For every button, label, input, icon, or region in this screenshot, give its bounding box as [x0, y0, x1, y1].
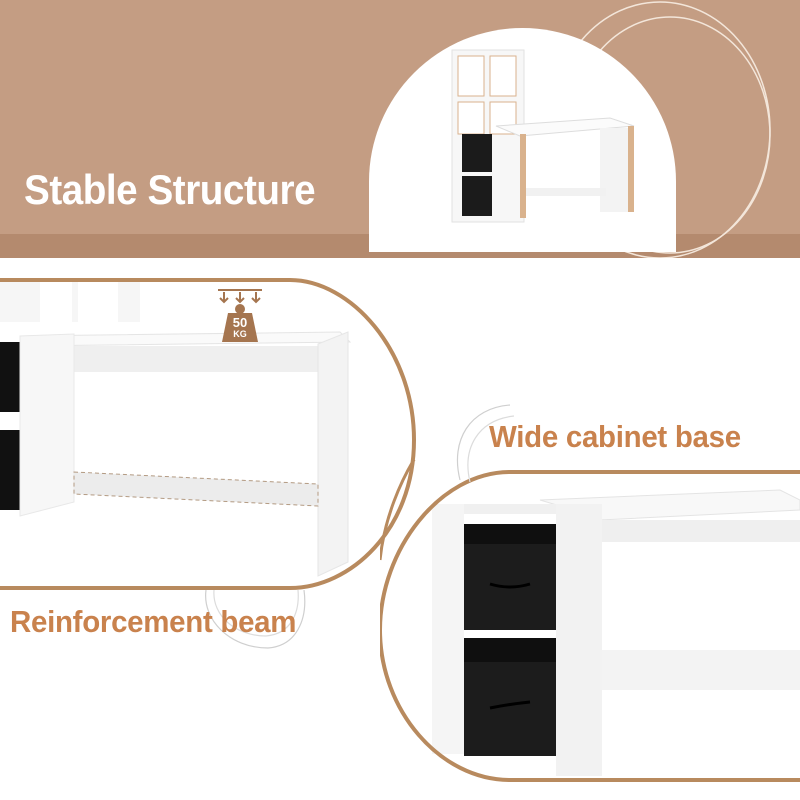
reinforcement-detail-image — [0, 278, 417, 590]
decorative-rings-icon — [205, 590, 306, 649]
cabinet-base-detail-image — [380, 460, 800, 782]
decorative-rings-icon — [456, 404, 515, 483]
load-capacity-badge: 50 KG — [216, 287, 264, 345]
weight-icon — [218, 289, 262, 342]
load-value: 50 — [232, 315, 248, 330]
hero-banner: Stable Structure — [0, 0, 800, 258]
load-unit: KG — [233, 329, 247, 339]
desk-product-image — [451, 49, 635, 223]
banner-title: Stable Structure — [24, 166, 316, 213]
feature-label-reinforcement-beam: Reinforcement beam — [10, 604, 297, 639]
feature-label-wide-cabinet-base: Wide cabinet base — [489, 419, 741, 454]
